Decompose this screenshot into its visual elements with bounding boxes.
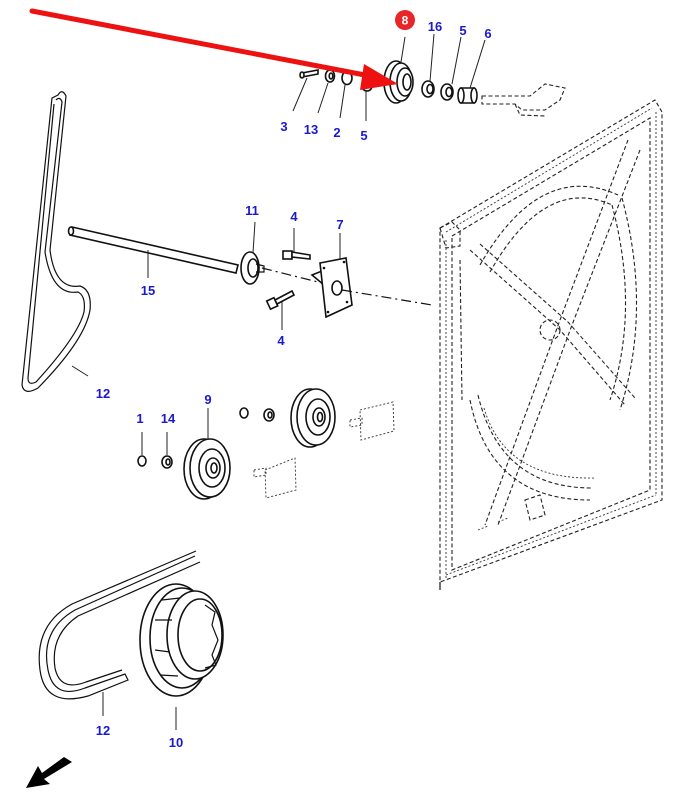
callout-7[interactable]: 7 [336, 217, 343, 232]
callout-3[interactable]: 3 [280, 119, 287, 134]
callout-12-upper[interactable]: 12 [96, 386, 110, 401]
fan-bracket-arm [481, 83, 566, 117]
idler-pulley-upper [290, 388, 336, 448]
callout-5-bottom[interactable]: 5 [360, 128, 367, 143]
callout-4-lower[interactable]: 4 [277, 333, 285, 348]
front-direction-arrow-icon [26, 757, 72, 788]
callout-6[interactable]: 6 [484, 26, 491, 41]
flange [240, 251, 265, 285]
drive-belt-upper [21, 91, 91, 392]
callout-8-label: 8 [402, 14, 409, 28]
callout-labels: 8 16 5 6 3 13 2 5 11 4 7 15 4 12 1 14 9 … [96, 10, 492, 750]
bearing-5-right [440, 83, 454, 101]
callout-13[interactable]: 13 [304, 122, 318, 137]
callout-9[interactable]: 9 [204, 392, 211, 407]
bolt-lower [265, 289, 296, 311]
washer-13 [324, 69, 336, 83]
callout-4-upper[interactable]: 4 [290, 209, 298, 224]
nut-upper [239, 407, 249, 419]
bracket-upper [349, 401, 395, 441]
callout-16[interactable]: 16 [428, 19, 442, 34]
nut-1 [137, 455, 147, 467]
bearing-16 [421, 80, 435, 98]
fan-shroud-frame [439, 99, 663, 590]
washer-upper [263, 408, 275, 422]
bolt-small [299, 69, 319, 79]
drive-belt-lower [38, 550, 201, 700]
callout-10[interactable]: 10 [169, 735, 183, 750]
washer-14 [161, 455, 173, 469]
crank-pulley [139, 583, 224, 697]
bolt-upper [282, 250, 311, 260]
callout-15[interactable]: 15 [141, 283, 155, 298]
red-pointer-arrow-icon [29, 8, 398, 90]
callout-8-badge[interactable]: 8 [395, 10, 415, 30]
callout-11[interactable]: 11 [245, 203, 259, 218]
callout-14[interactable]: 14 [161, 411, 176, 426]
callout-2[interactable]: 2 [333, 125, 340, 140]
pulley-8 [383, 60, 414, 104]
bearing-plate [310, 257, 353, 319]
shaft [67, 226, 239, 274]
callout-12-lower[interactable]: 12 [96, 723, 110, 738]
idler-pulley-lower [183, 438, 231, 500]
axis-centerline [261, 267, 433, 306]
leader-lines [71, 33, 486, 730]
bracket-lower [253, 457, 297, 499]
callout-5-top[interactable]: 5 [459, 23, 466, 38]
spacer-6 [457, 87, 478, 104]
callout-1[interactable]: 1 [136, 411, 143, 426]
